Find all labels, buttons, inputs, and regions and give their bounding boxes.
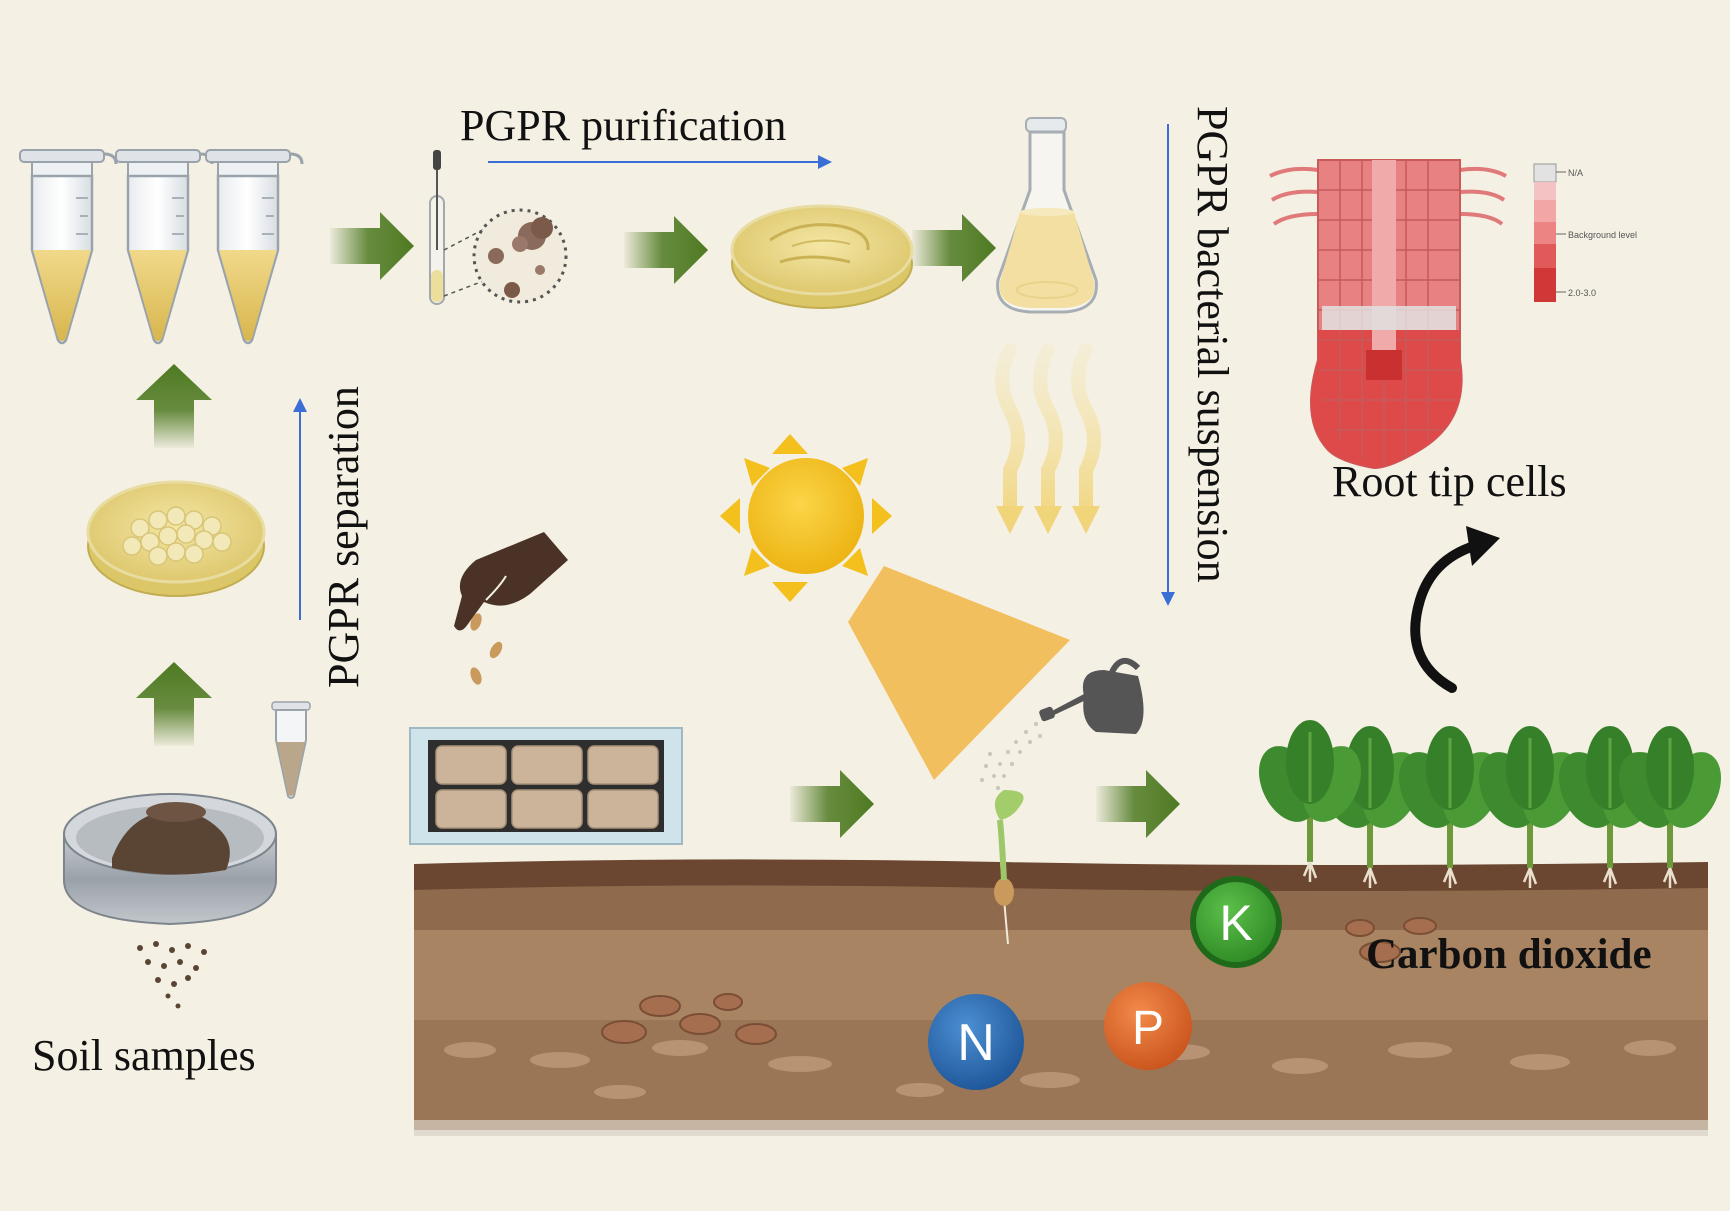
label-pgpr-separation: PGPR separation [319, 386, 368, 688]
petri-dish-icon [730, 204, 914, 309]
flow-arrow-suspension [1161, 124, 1175, 606]
soil-cross-section [414, 859, 1708, 1136]
label-carbon-dioxide: Carbon dioxide [1366, 931, 1652, 978]
petri-dish-icon [86, 480, 266, 597]
nutrient-k-ball: K [1190, 876, 1282, 968]
nutrient-p-ball: P [1104, 982, 1192, 1070]
sprout-icon [994, 790, 1024, 945]
nutrient-n-label: N [957, 1014, 995, 1072]
label-root-tip-cells: Root tip cells [1332, 457, 1567, 506]
curved-arrow-icon [1410, 526, 1500, 693]
nutrient-n-ball: N [928, 994, 1024, 1090]
soil-sieve-icon [63, 793, 277, 1009]
legend-background: Background level [1568, 230, 1637, 240]
root-tip-cells-icon [1269, 159, 1507, 470]
centrifuge-tube-icon [271, 701, 311, 799]
centrifuge-tube-icon [18, 148, 304, 345]
legend-range: 2.0-3.0 [1568, 288, 1596, 298]
seedling-tray-icon [409, 727, 683, 845]
label-soil-samples: Soil samples [32, 1031, 256, 1080]
light-cone [848, 566, 1070, 780]
label-pgpr-bacterial-suspension: PGPR bacterial suspension [1188, 106, 1237, 583]
erlenmeyer-flask-icon [996, 117, 1098, 314]
test-tube-icon [429, 150, 445, 305]
sun-icon [720, 434, 892, 602]
heatmap-legend: N/A Background level 2.0-3.0 [1533, 163, 1637, 302]
nutrient-k-label: K [1219, 895, 1252, 951]
legend-na: N/A [1568, 168, 1583, 178]
microscope-zoom-icon [443, 208, 568, 304]
flow-arrow-purification [488, 155, 832, 169]
hand-sowing-seeds-icon [454, 532, 568, 685]
heat-waves-icon [995, 343, 1101, 534]
watering-can-icon [980, 658, 1144, 790]
label-pgpr-purification: PGPR purification [460, 101, 787, 150]
flow-arrow-separation [293, 398, 307, 620]
nutrient-p-label: P [1132, 1002, 1164, 1055]
